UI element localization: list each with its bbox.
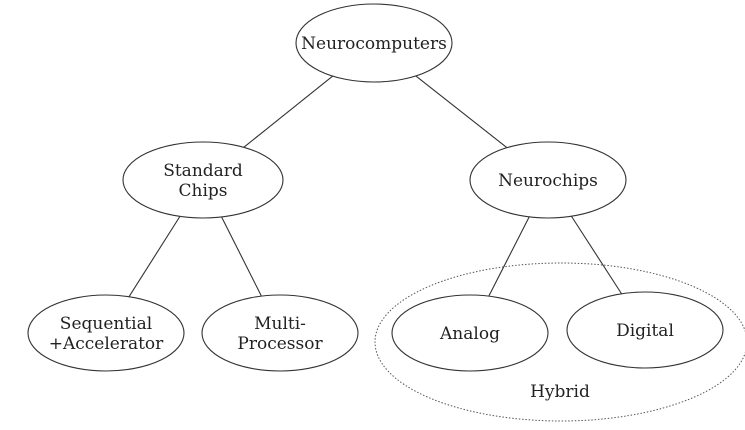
group-hybrid-outline — [374, 262, 745, 422]
node-neurochips: Neurochips — [469, 141, 627, 219]
node-neurocomputers: Neurocomputers — [295, 3, 453, 83]
node-multi-processor-label-line: Processor — [237, 334, 323, 354]
node-sequential-accelerator-shape — [27, 294, 185, 372]
group-hybrid: Hybrid — [374, 262, 745, 422]
node-standard-chips-label-line: Chips — [179, 181, 228, 201]
node-neurocomputers-label-line: Neurocomputers — [301, 34, 447, 54]
node-sequential-accelerator-label-line: Sequential — [60, 314, 152, 334]
edge-neurochips-to-analog — [488, 216, 530, 297]
node-standard-chips-shape — [122, 141, 284, 219]
edge-neurochips-to-digital — [570, 215, 623, 295]
node-digital-label-line: Digital — [616, 321, 674, 341]
node-multi-processor-shape — [201, 294, 359, 372]
edges — [128, 75, 623, 297]
node-standard-chips-label-line: Standard — [163, 161, 243, 181]
edge-standard-chips-to-multi-processor — [221, 216, 262, 297]
edge-neurocomputers-to-standard-chips — [243, 75, 334, 148]
node-neurochips-shape — [469, 141, 627, 219]
node-sequential-accelerator: Sequential+Accelerator — [27, 294, 185, 372]
edge-standard-chips-to-sequential-accelerator — [128, 216, 181, 297]
node-analog: Analog — [391, 294, 549, 372]
groups: Hybrid — [374, 262, 745, 422]
group-hybrid-label: Hybrid — [530, 382, 590, 402]
node-analog-shape — [391, 294, 549, 372]
node-multi-processor: Multi-Processor — [201, 294, 359, 372]
edge-neurocomputers-to-neurochips — [415, 75, 508, 149]
node-multi-processor-label-line: Multi- — [254, 314, 306, 334]
node-neurocomputers-shape — [295, 3, 453, 83]
node-digital: Digital — [566, 291, 724, 369]
node-analog-label-line: Analog — [439, 324, 500, 344]
node-sequential-accelerator-label-line: +Accelerator — [49, 334, 164, 354]
node-neurochips-label-line: Neurochips — [498, 171, 598, 191]
node-digital-shape — [566, 291, 724, 369]
